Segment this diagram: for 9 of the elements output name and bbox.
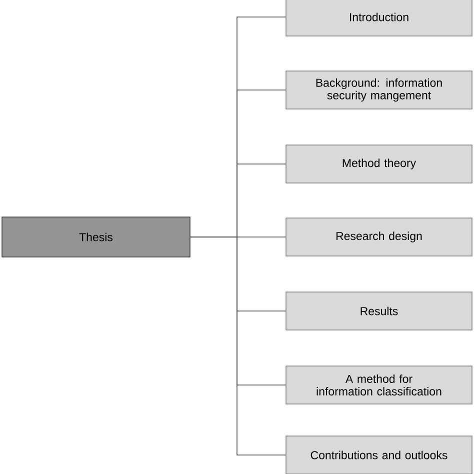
chapter-box: Method theory (286, 144, 472, 184)
chapter-box: Contributions and outlooks (286, 436, 472, 474)
chapter-box: Research design (286, 218, 472, 256)
chapter-box: A method for information classification (286, 366, 472, 404)
chapter-box: Results (286, 292, 472, 330)
connector-line (190, 236, 286, 456)
thesis-box: Thesis (2, 216, 190, 258)
chapter-box: Introduction (286, 0, 472, 36)
chapter-box: Background: information security mangement (286, 70, 472, 110)
